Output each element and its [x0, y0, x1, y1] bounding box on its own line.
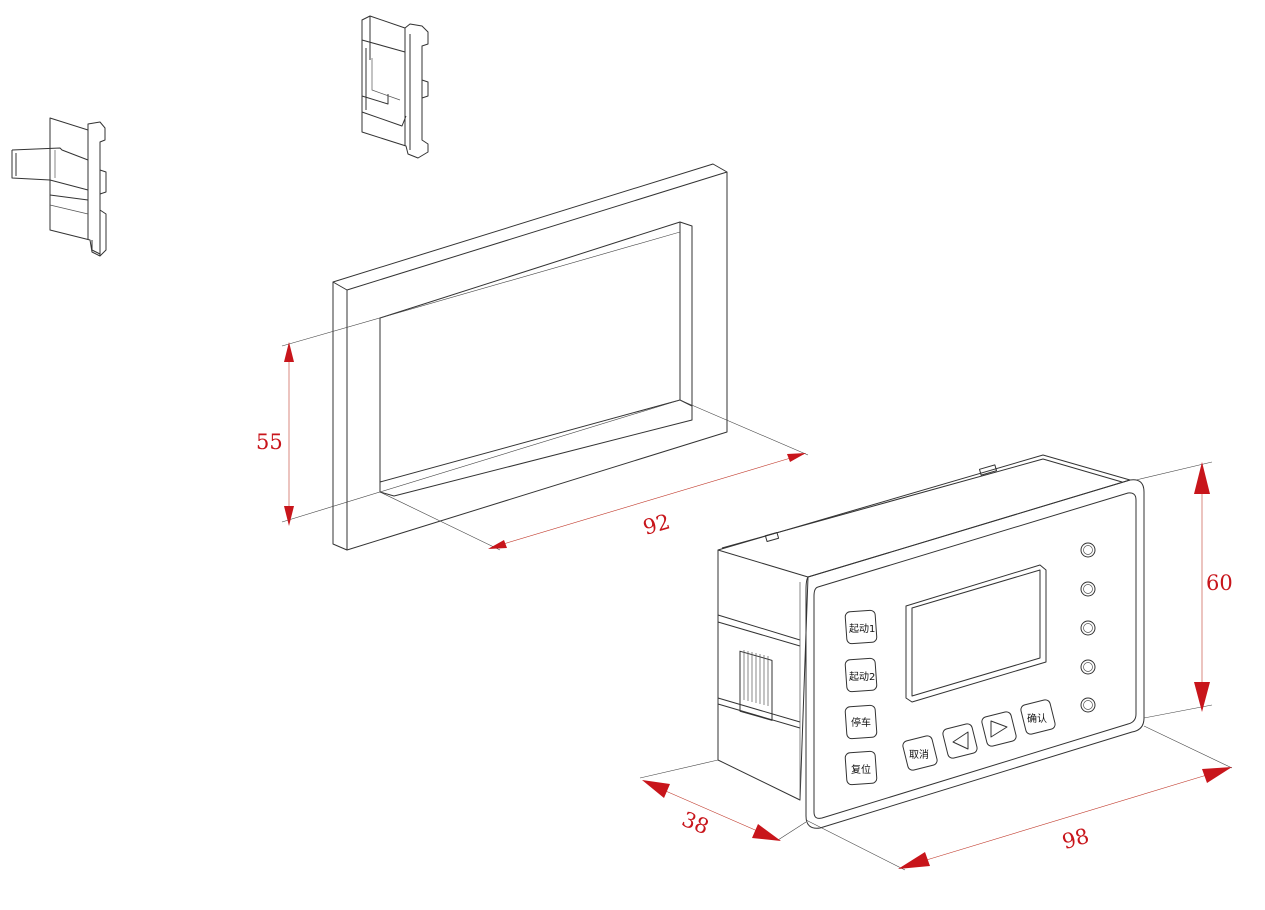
right-triangle-icon	[990, 720, 1008, 738]
led-indicator	[1080, 542, 1096, 558]
dimension-92: 92	[488, 453, 806, 549]
dimension-arrow	[488, 540, 507, 549]
dimension-arrow	[787, 453, 806, 462]
dimension-38: 38	[642, 780, 781, 841]
stop-label: 停车	[851, 716, 871, 729]
led-indicator	[1080, 620, 1096, 636]
cutout-width-label: 92	[640, 509, 672, 539]
mounting-clip-top	[361, 15, 429, 159]
button-stop[interactable]: 停车	[844, 704, 878, 740]
cutout-height-label: 55	[256, 430, 283, 454]
dimension-arrow	[642, 780, 670, 798]
dimension-arrow	[284, 342, 294, 362]
start2-label: 起动2	[849, 671, 875, 683]
button-reset[interactable]: 复位	[844, 750, 878, 786]
dimension-arrow	[1202, 767, 1232, 783]
confirm-label: 确认	[1027, 712, 1047, 725]
left-triangle-icon	[952, 731, 969, 750]
mounting-clip-left	[11, 117, 107, 257]
device-extension-lines	[639, 461, 1233, 871]
indicator-leds	[1080, 542, 1096, 713]
button-cancel[interactable]: 取消	[902, 735, 938, 771]
dimension-arrow	[1194, 682, 1210, 712]
dimension-arrow	[898, 852, 930, 869]
panel-cutout-frame	[332, 163, 728, 551]
reset-label: 复位	[851, 763, 871, 776]
dimension-arrow	[284, 506, 294, 526]
dimension-arrow	[1194, 462, 1210, 494]
dimension-55: 55	[256, 342, 294, 526]
side-grille	[743, 650, 769, 706]
device-depth-label: 38	[678, 807, 712, 839]
dimension-60: 60	[1194, 462, 1233, 712]
button-right[interactable]	[981, 711, 1017, 747]
start1-label: 起动1	[849, 623, 875, 635]
cutout-extension-lines	[281, 231, 809, 551]
led-indicator	[1080, 659, 1096, 675]
device-height-label: 60	[1206, 571, 1233, 595]
led-indicator	[1080, 581, 1096, 597]
device-body	[717, 454, 1145, 829]
dimension-arrow	[752, 824, 781, 841]
dimension-98: 98	[898, 767, 1232, 869]
button-start2[interactable]: 起动2	[844, 657, 878, 693]
button-left[interactable]	[942, 723, 978, 759]
button-start1[interactable]: 起动1	[844, 609, 878, 645]
device-width-label: 98	[1059, 824, 1091, 854]
button-confirm[interactable]: 确认	[1020, 699, 1056, 735]
cancel-label: 取消	[909, 748, 929, 761]
led-indicator	[1080, 697, 1096, 713]
